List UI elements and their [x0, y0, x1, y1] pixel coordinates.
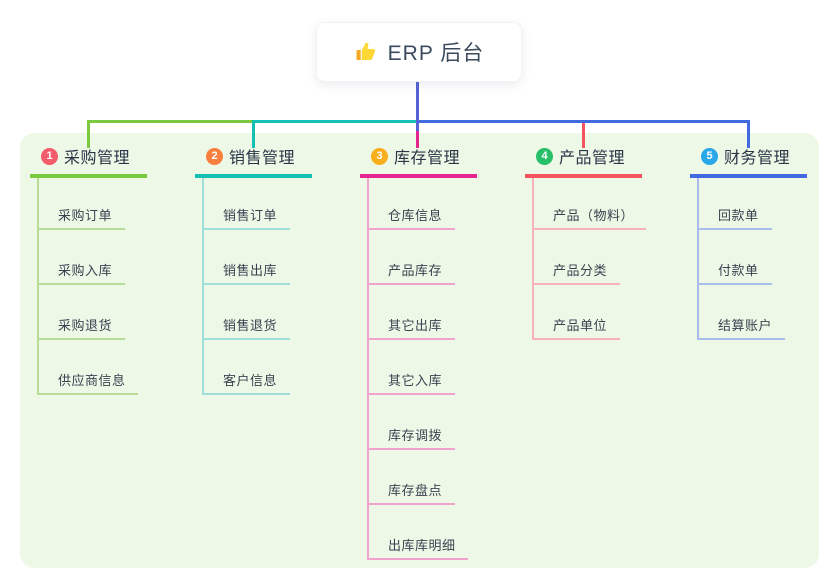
child-node[interactable]: 回款单 — [718, 208, 759, 223]
child-node[interactable]: 采购退货 — [58, 318, 113, 333]
branch-title-underline — [360, 174, 477, 178]
child-underline — [202, 228, 290, 230]
branch-node-3[interactable]: 3 库存管理 — [371, 146, 461, 167]
branch-node-5[interactable]: 5 财务管理 — [701, 146, 791, 167]
child-node[interactable]: 产品分类 — [553, 263, 608, 278]
bus-segment — [87, 120, 256, 123]
child-underline — [37, 283, 125, 285]
branch-node-2[interactable]: 2 销售管理 — [206, 146, 296, 167]
branch-title-label: 财务管理 — [724, 150, 791, 167]
branch-node-4[interactable]: 4 产品管理 — [536, 146, 626, 167]
child-connector-line — [532, 178, 534, 340]
child-node[interactable]: 产品（物料） — [553, 208, 635, 223]
child-node[interactable]: 库存盘点 — [388, 483, 443, 498]
child-underline — [697, 228, 772, 230]
child-node[interactable]: 销售订单 — [223, 208, 278, 223]
branch-title-label: 采购管理 — [64, 150, 131, 167]
child-node[interactable]: 销售退货 — [223, 318, 278, 333]
branch-title-underline — [525, 174, 642, 178]
branch-title-label: 销售管理 — [229, 150, 296, 167]
branch-drop-line — [416, 120, 419, 148]
child-node[interactable]: 其它入库 — [388, 373, 443, 388]
child-node[interactable]: 库存调拨 — [388, 428, 443, 443]
child-node[interactable]: 付款单 — [718, 263, 759, 278]
branch-title-label: 库存管理 — [394, 150, 461, 167]
branch-title-underline — [30, 174, 147, 178]
branch-number-badge: 5 — [701, 147, 718, 165]
bus-segment — [252, 120, 419, 123]
child-underline — [367, 448, 455, 450]
thumbs-up-icon — [354, 40, 378, 64]
child-underline — [202, 393, 290, 395]
bus-segment — [416, 120, 750, 123]
child-underline — [367, 393, 455, 395]
branch-drop-line — [747, 120, 750, 148]
child-node[interactable]: 采购订单 — [58, 208, 113, 223]
root-node[interactable]: ERP 后台 — [316, 22, 522, 82]
branch-title-label: 产品管理 — [559, 150, 626, 167]
child-node[interactable]: 出库库明细 — [388, 538, 456, 553]
branch-title-underline — [690, 174, 807, 178]
branch-drop-line — [582, 120, 585, 148]
branch-number-badge: 3 — [371, 147, 388, 165]
child-underline — [37, 338, 125, 340]
branches-background-panel — [20, 133, 819, 568]
child-underline — [367, 503, 455, 505]
child-node[interactable]: 客户信息 — [223, 373, 278, 388]
child-underline — [367, 558, 468, 560]
child-underline — [532, 228, 646, 230]
child-underline — [202, 338, 290, 340]
branch-drop-line — [87, 120, 90, 148]
child-node[interactable]: 产品库存 — [388, 263, 443, 278]
child-node[interactable]: 采购入库 — [58, 263, 113, 278]
child-node[interactable]: 其它出库 — [388, 318, 443, 333]
child-connector-line — [37, 178, 39, 395]
branch-number-badge: 4 — [536, 147, 553, 165]
root-title: ERP 后台 — [387, 42, 485, 65]
child-underline — [532, 338, 620, 340]
child-underline — [697, 283, 772, 285]
child-node[interactable]: 结算账户 — [718, 318, 773, 333]
child-node[interactable]: 供应商信息 — [58, 373, 126, 388]
child-underline — [367, 228, 455, 230]
child-underline — [37, 393, 138, 395]
root-connector-line — [416, 82, 419, 131]
branch-title-underline — [195, 174, 312, 178]
child-node[interactable]: 产品单位 — [553, 318, 608, 333]
child-connector-line — [697, 178, 699, 340]
branch-node-1[interactable]: 1 采购管理 — [41, 146, 131, 167]
child-node[interactable]: 销售出库 — [223, 263, 278, 278]
child-connector-line — [202, 178, 204, 395]
branch-number-badge: 2 — [206, 147, 223, 165]
child-underline — [697, 338, 785, 340]
branch-drop-line — [252, 120, 255, 148]
child-underline — [367, 338, 455, 340]
child-underline — [37, 228, 125, 230]
child-node[interactable]: 仓库信息 — [388, 208, 443, 223]
child-connector-line — [367, 178, 369, 560]
child-underline — [367, 283, 455, 285]
branch-number-badge: 1 — [41, 147, 58, 165]
child-underline — [202, 283, 290, 285]
child-underline — [532, 283, 620, 285]
